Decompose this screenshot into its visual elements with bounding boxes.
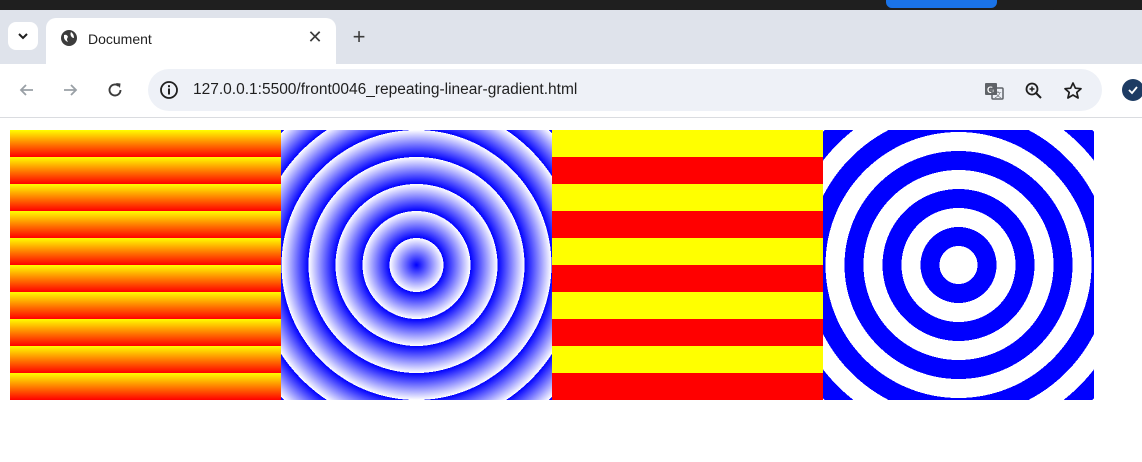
tab-title: Document	[88, 31, 152, 47]
gradient-box-linear-yellow-red	[10, 130, 281, 400]
profile-icon[interactable]	[1122, 79, 1142, 101]
gradient-box-radial-rings	[823, 130, 1094, 400]
svg-text:G: G	[987, 85, 994, 95]
globe-icon	[61, 30, 77, 46]
address-bar[interactable]: 127.0.0.1:5500/front0046_repeating-linea…	[148, 69, 1102, 111]
zoom-icon	[1025, 82, 1042, 99]
new-tab-button[interactable]: +	[352, 24, 366, 49]
gradient-box-linear-stripes	[552, 130, 823, 400]
popup-action-button[interactable]	[886, 0, 997, 8]
forward-arrow-icon	[64, 84, 78, 96]
gradient-box-radial-blue-white	[281, 130, 552, 400]
chevron-down-icon	[18, 33, 28, 40]
site-info-icon[interactable]	[158, 79, 180, 101]
translate-button[interactable]: G 文	[982, 79, 1006, 103]
reload-icon	[108, 83, 122, 97]
zoom-button[interactable]	[1022, 79, 1046, 103]
checkmark-icon	[1128, 86, 1138, 95]
bookmark-button[interactable]	[1061, 79, 1085, 103]
browser-toolbar: 127.0.0.1:5500/front0046_repeating-linea…	[0, 64, 1142, 118]
page-content	[10, 130, 1094, 400]
star-icon	[1064, 82, 1082, 99]
tab-strip: Document ✕ +	[0, 10, 1142, 64]
forward-button[interactable]	[55, 75, 85, 105]
tab-document[interactable]: Document ✕	[46, 18, 336, 64]
back-arrow-icon	[19, 84, 33, 96]
translate-icon: G 文	[985, 83, 1004, 100]
url-text[interactable]: 127.0.0.1:5500/front0046_repeating-linea…	[193, 81, 578, 98]
svg-text:文: 文	[995, 90, 1002, 99]
tab-search-button[interactable]	[8, 22, 38, 50]
close-icon[interactable]: ✕	[307, 26, 323, 47]
os-top-strip	[0, 0, 1142, 10]
reload-button[interactable]	[100, 75, 130, 105]
back-button[interactable]	[12, 75, 42, 105]
